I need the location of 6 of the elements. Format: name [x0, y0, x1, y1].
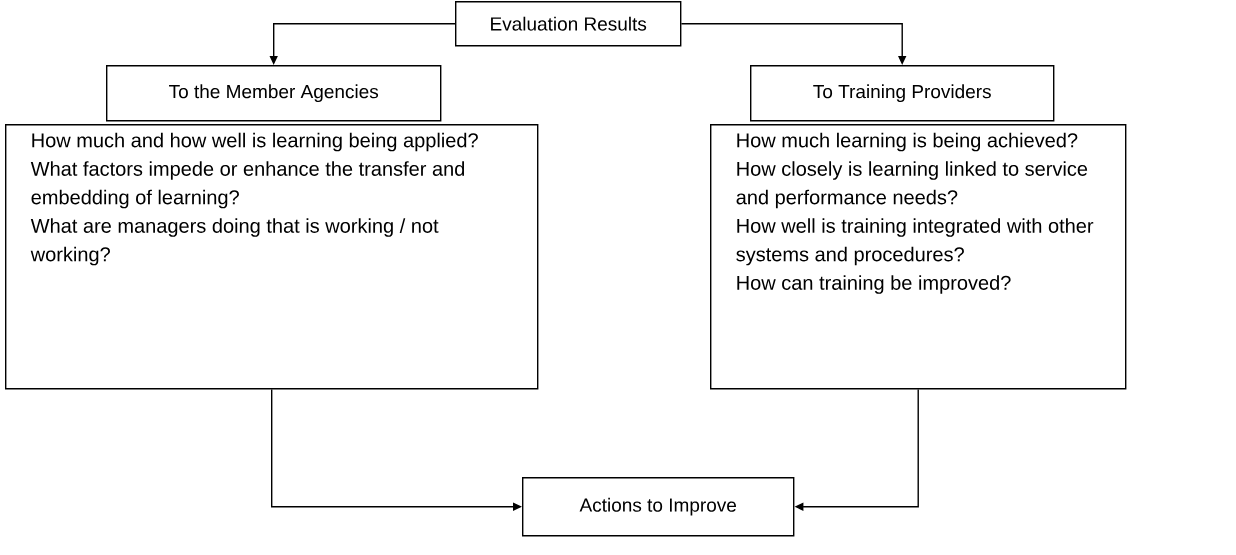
question-box: How much and how well is learning being applied? What factors impede or enhance the transfer and embedding of learning? What are managers doing that is working / not working?	[5, 124, 539, 390]
heading-box: To Training Providers	[750, 65, 1055, 122]
question-box: How much learning is being achieved? How closely is learning linked to service and performance needs? How well is training integrated with other systems and procedures? How can training be improved?	[710, 124, 1127, 390]
result-box: Actions to Improve	[522, 477, 795, 537]
title-box: Evaluation Results	[455, 1, 682, 47]
heading-box: To the Member Agencies	[106, 65, 442, 122]
